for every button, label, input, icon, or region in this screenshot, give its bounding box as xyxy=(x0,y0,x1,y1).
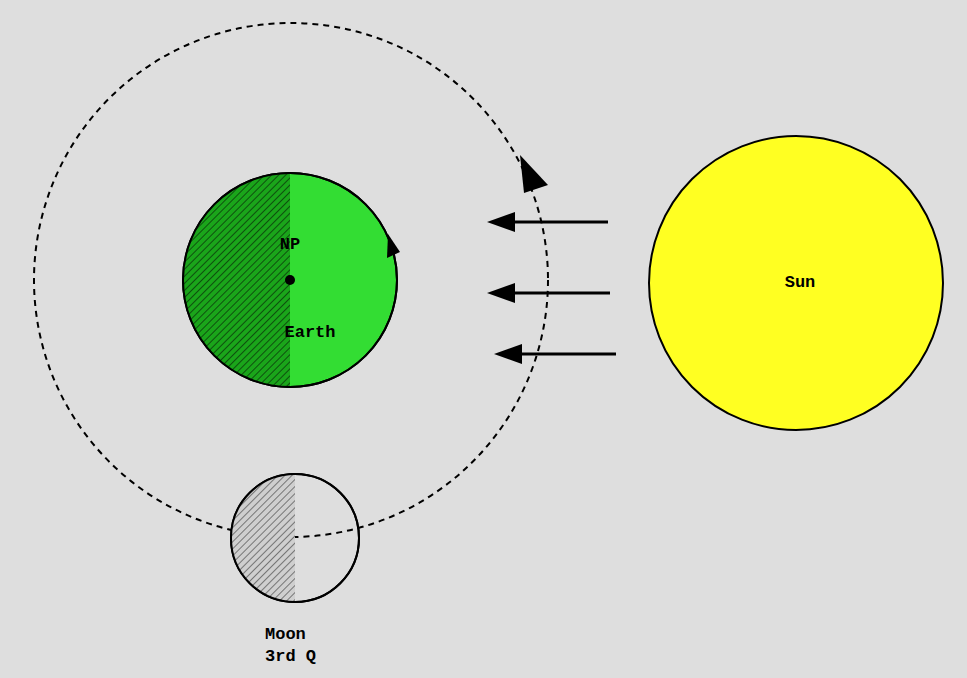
earth-label: Earth xyxy=(284,322,335,344)
earth-node: NP Earth xyxy=(182,172,398,388)
moon-orbit xyxy=(34,23,548,537)
north-pole-dot xyxy=(285,275,295,285)
earth-label: NP xyxy=(280,234,300,256)
sun-label: Sun xyxy=(785,272,816,294)
moon-label: Moon 3rd Q xyxy=(265,624,326,668)
sun-disc xyxy=(649,136,943,430)
moon-disc xyxy=(231,474,359,602)
sunlight-rays xyxy=(487,212,616,364)
earth-disc xyxy=(183,173,397,387)
sun-node: Sun xyxy=(648,135,944,431)
earth-shape xyxy=(182,172,398,388)
moon-night-side xyxy=(231,474,295,602)
earth-night-side xyxy=(183,173,290,387)
moon-shape xyxy=(230,473,360,603)
rotation-arrow xyxy=(387,234,400,258)
moon-node: Moon 3rd Q xyxy=(230,473,360,603)
orbit-arrow xyxy=(520,155,548,193)
